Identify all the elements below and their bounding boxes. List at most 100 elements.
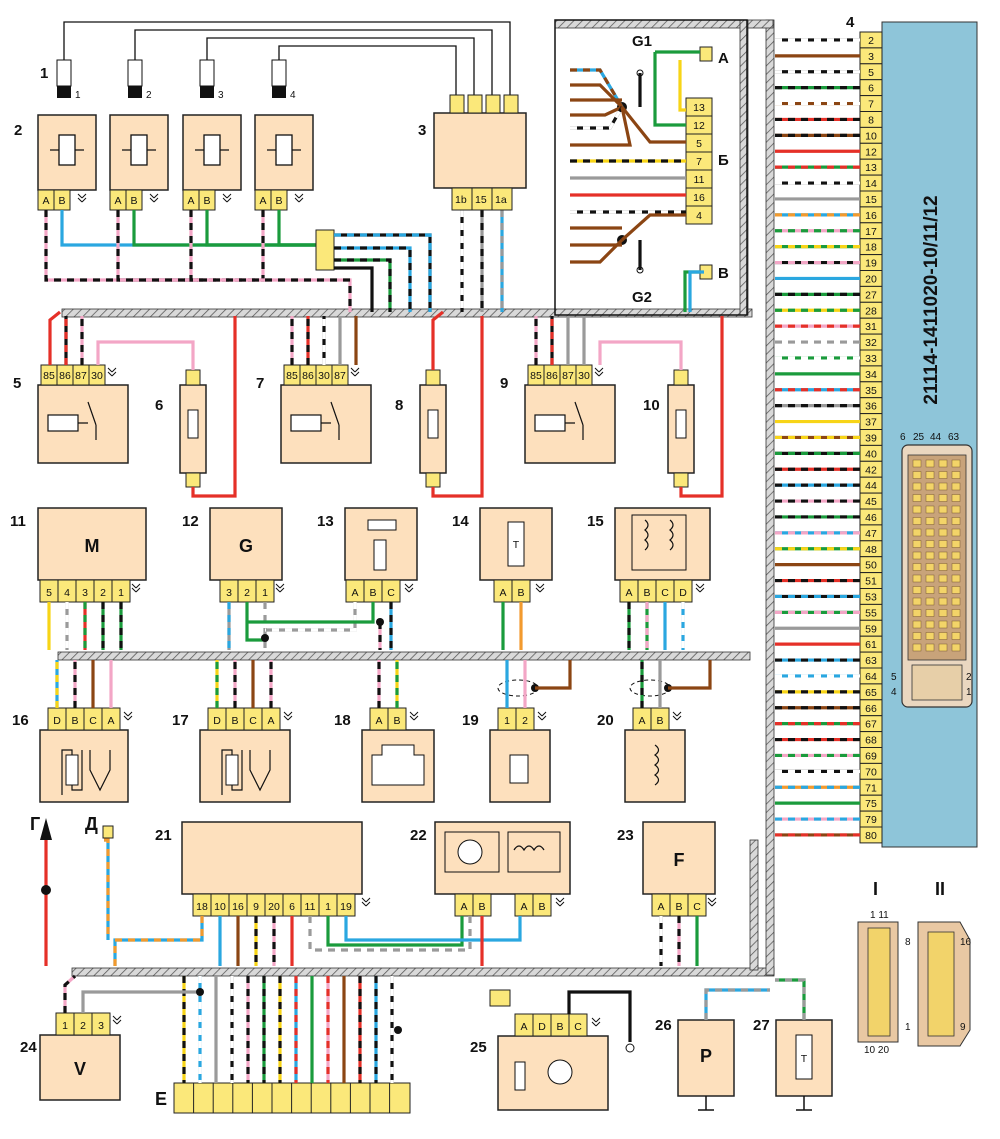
relay-7-label: 7: [256, 375, 264, 392]
unit-27-label: 27: [753, 1017, 770, 1034]
unit-23-pin-0: A: [657, 901, 664, 913]
harness-branch-23: [749, 839, 759, 971]
unit-21-pin-3: 9: [253, 901, 259, 913]
relay-5-contact: [78, 401, 97, 440]
coil-4-symbol: [275, 134, 293, 166]
ecu-slot: [925, 609, 935, 617]
ecu-slot: [938, 459, 948, 468]
module-3-label: 3: [418, 122, 426, 139]
unit-24-pin-2: 3: [98, 1020, 104, 1032]
coil-4-pin-1: B: [275, 195, 282, 207]
marker-e: Е: [155, 1089, 167, 1109]
ecu-slot: [938, 563, 948, 571]
unit-23-body: [642, 821, 716, 895]
ecu-slot: [912, 563, 922, 571]
ecu-pin-53: 53: [865, 592, 877, 604]
ecu-pin-10: 10: [865, 130, 877, 142]
act-19-label: 19: [462, 712, 479, 729]
ecu-connector-slots: [912, 459, 961, 652]
sensor-15-frame: [631, 514, 687, 571]
fuse-10-label: 10: [643, 397, 660, 414]
ground-wire-20: [688, 270, 704, 312]
relay-5-wire-30: [96, 340, 195, 370]
coil-3-symbol: [203, 134, 221, 166]
ecu-slot: [925, 551, 935, 560]
connector-insets: I II 1 11 10 20 8 16 1 9: [857, 879, 972, 1056]
fuse-6-label: 6: [155, 397, 163, 414]
fuse-8-wire-bottom: [431, 316, 484, 498]
unit-25-aux-connector: [489, 989, 511, 1007]
coil-1-pin-0: A: [42, 195, 49, 207]
unit-27-thermistor: [795, 1034, 813, 1080]
fuse-6-element: [187, 409, 199, 439]
ecu-conn-corner-1: 4: [891, 687, 897, 698]
ecu-pin-column: 2356781012131415161718192027283132333435…: [859, 31, 883, 844]
unit-27-ground: [796, 1096, 812, 1111]
ecu-pin-70: 70: [865, 766, 877, 778]
marker-d-connector: [102, 825, 114, 839]
bottom-wire-7: [326, 916, 464, 947]
ecu-conn-corner-3: 1: [966, 687, 972, 698]
ecu-slot: [925, 563, 935, 571]
relay-9-contact: [565, 401, 584, 440]
coil-2-wire-a-stripe: [116, 210, 200, 282]
coil-2-pin-1: B: [130, 195, 137, 207]
relay-5-pin-2: 87: [75, 370, 87, 382]
sensor-11-pin-3: 2: [100, 587, 106, 599]
injector-3-num: 3: [218, 90, 224, 101]
ecu-body: [881, 21, 978, 848]
ground-pin-4: 4: [696, 210, 702, 222]
ecu-connector-key: [911, 664, 963, 701]
ecu-slot: [925, 505, 935, 514]
ecu-pin-3: 3: [868, 51, 874, 63]
act-16-label: 16: [12, 712, 29, 729]
junction-wire-3-stripe: [334, 258, 392, 312]
act-16-pin-2: C: [89, 715, 97, 727]
sensor-12-pin-1: 2: [244, 587, 250, 599]
unit-22-body: [434, 821, 571, 895]
ground-pin-5: 5: [696, 138, 702, 150]
sensor-15-body: [614, 507, 711, 581]
act-16-heater: [65, 754, 79, 786]
sensor-15-coils: [644, 519, 674, 551]
ecu-pin-45: 45: [865, 496, 877, 508]
unit-25-label: 25: [470, 1039, 487, 1056]
ecu-pin-44: 44: [865, 480, 877, 492]
v-label: В: [718, 265, 729, 282]
ecu-slot: [938, 609, 948, 617]
inset-i-top: 1 11: [870, 910, 889, 921]
act-19-pin-1: 2: [522, 715, 528, 727]
ecu-slot: [938, 528, 948, 537]
ecu-slot: [912, 632, 922, 640]
coil-3-marker: [222, 193, 232, 203]
ecu-pin-15: 15: [865, 194, 877, 206]
coil-3-wire-a-stripe: [189, 210, 200, 282]
act-19-marker: [537, 711, 547, 721]
bottom-wire-14-stripe: [104, 838, 110, 940]
unit-25-pin-3: C: [574, 1021, 582, 1033]
sensor-14-pin-1: B: [517, 587, 524, 599]
sensor-wire-9: [247, 602, 375, 624]
unit-21-pin-7: 1: [325, 901, 331, 913]
unit-21-body: [181, 821, 363, 895]
coil-4-wire-b: [277, 210, 320, 247]
sensor-14-label: 14: [452, 513, 469, 530]
sensor-11-pin-1: 4: [64, 587, 70, 599]
ecu-slot: [938, 551, 948, 560]
ecu-slot: [912, 505, 922, 514]
unit-24-symbol: V: [74, 1059, 86, 1079]
injector-group-label: 1: [40, 65, 48, 82]
ecu-slot: [925, 620, 935, 629]
unit-22-label: 22: [410, 827, 427, 844]
coil-4-marker: [294, 193, 304, 203]
ecu-slot: [925, 482, 935, 491]
harness-top: [61, 308, 753, 318]
unit-22-led-frame: [444, 831, 500, 873]
ecu-pin-34: 34: [865, 369, 877, 381]
ecu-slot: [912, 540, 922, 548]
marker-d: Д: [85, 814, 98, 834]
ecu-pin-28: 28: [865, 305, 877, 317]
coil-1-pin-1: B: [58, 195, 65, 207]
